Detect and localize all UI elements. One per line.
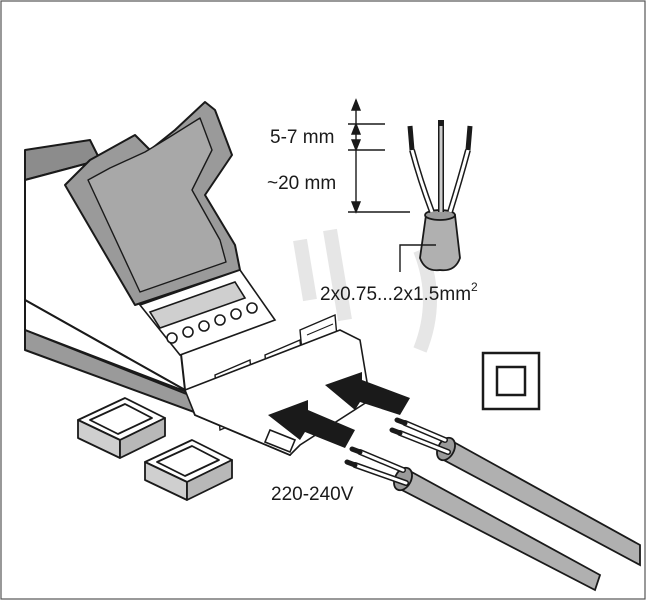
strain-relief-clip-icon [77, 397, 166, 459]
cross-section-label: 2x0.75...2x1.5mm2 [320, 280, 478, 305]
stripped-cable-detail [407, 120, 473, 272]
hinged-lid [64, 101, 241, 306]
stripping-dimension-lines [348, 98, 410, 214]
cross-section-sup: 2 [471, 280, 478, 294]
double-insulation-class-ii-icon [481, 351, 541, 411]
sheath-strip-label: ~20 mm [267, 173, 336, 194]
insertion-arrow-icon [268, 372, 410, 448]
voltage-label: 220-240V [271, 484, 354, 505]
cross-section-main: 2x0.75...2x1.5mm [320, 284, 471, 305]
strip-length-label: 5-7 mm [270, 127, 334, 148]
cross-section-leader [399, 244, 436, 272]
wire-icon [344, 417, 451, 486]
push-terminal-block [138, 269, 277, 356]
strain-relief-clip-icon [144, 439, 233, 501]
